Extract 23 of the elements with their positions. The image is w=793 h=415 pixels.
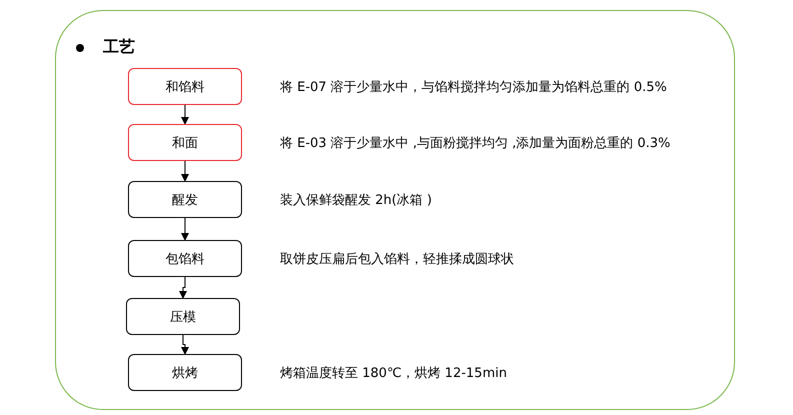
process-box [128, 354, 242, 391]
arrow [181, 104, 189, 125]
step-description: 取饼皮压扁后包入馅料，轻推揉成圆球状 [280, 250, 514, 268]
process-box [128, 68, 242, 105]
process-box [128, 181, 242, 218]
arrow [181, 160, 189, 182]
step-label: 和馅料 [166, 78, 204, 96]
process-box [128, 240, 242, 277]
step-label: 和面 [172, 134, 198, 152]
step-label: 烘烤 [172, 364, 198, 382]
step-description: 将 E-07 溶于少量水中，与馅料搅拌均匀添加量为馅料总重的 0.5% [280, 78, 667, 96]
arrow [181, 218, 189, 241]
step-description: 将 E-03 溶于少量水中 ,与面粉搅拌均匀 ,添加量为面粉总重的 0.3% [280, 134, 670, 152]
section-heading: 工艺 [103, 37, 135, 58]
arrow [179, 276, 187, 299]
process-box [126, 298, 240, 335]
step-label: 包馅料 [166, 250, 204, 268]
process-box [128, 124, 242, 161]
step-label: 醒发 [172, 192, 198, 208]
step-description: 烤箱温度转至 180℃，烘烤 12-15min [280, 364, 507, 382]
step-description: 装入保鲜袋醒发 2h(冰箱 ) [280, 192, 432, 208]
arrow [181, 334, 189, 355]
step-label: 压模 [170, 308, 196, 326]
